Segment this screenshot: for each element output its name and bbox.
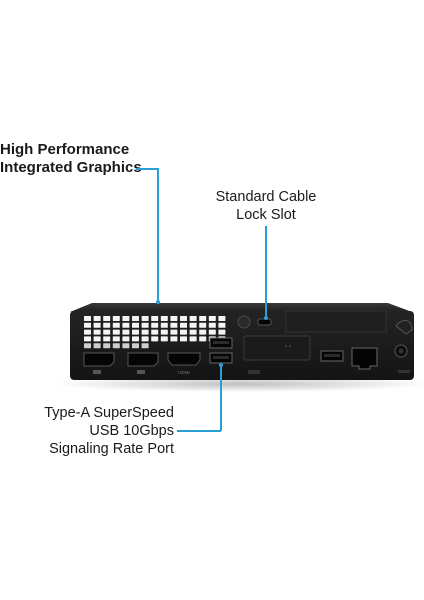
vent-slot <box>103 316 111 321</box>
padlock-emblem-icon <box>237 315 251 329</box>
usb-a-port-icon <box>320 350 344 362</box>
vent-slot <box>180 322 187 328</box>
chassis-top <box>70 303 412 312</box>
vent-slot <box>151 329 159 335</box>
leader-graphics-vertical <box>157 168 159 301</box>
vent-slot <box>199 329 207 335</box>
vent-slot <box>160 336 168 342</box>
callout-usb-line-2: USB 10Gbps <box>89 423 174 439</box>
flex-io-cover <box>243 335 311 361</box>
vent-slot <box>84 343 91 349</box>
vent-slot <box>112 343 120 349</box>
vent-slot <box>160 322 168 328</box>
vent-slot <box>199 336 207 342</box>
vent-slot <box>199 316 207 321</box>
leader-usb-horizontal <box>177 430 221 432</box>
vent-slot <box>170 316 178 321</box>
vent-slot <box>84 316 91 321</box>
vent-slot <box>132 322 139 328</box>
vent-slot <box>160 316 168 321</box>
vent-slot <box>218 316 226 321</box>
vent-slot <box>112 329 120 335</box>
vent-slot <box>189 316 197 321</box>
vent-slot <box>151 316 159 321</box>
vent-slot <box>189 322 197 328</box>
vent-slot <box>93 329 101 335</box>
ground-shadow <box>52 376 424 392</box>
callout-graphics: High Performance Integrated Graphics <box>0 141 142 177</box>
vent-slot <box>103 322 111 328</box>
side-latch <box>395 320 413 335</box>
vent-slot <box>141 343 149 349</box>
vent-slot <box>122 343 130 349</box>
callout-lock-slot: Standard Cable Lock Slot <box>200 188 332 224</box>
vent-slot <box>84 329 91 335</box>
callout-lock-line-1: Standard Cable <box>215 189 317 205</box>
hdmi-port-icon: HDMI <box>167 352 201 375</box>
vent-slot <box>103 343 111 349</box>
leader-usb-vertical <box>220 365 222 431</box>
vent-slot <box>93 336 101 342</box>
vent-slot <box>132 336 139 342</box>
callout-graphics-line-2: Integrated Graphics <box>0 159 142 176</box>
leader-graphics-horizontal <box>136 168 158 170</box>
vent-slot <box>208 316 216 321</box>
callout-lock-line-2: Lock Slot <box>236 207 296 223</box>
vent-slot <box>189 336 197 342</box>
callout-graphics-line-1: High Performance <box>0 141 130 158</box>
ethernet-port-icon <box>351 347 378 370</box>
vent-slot <box>208 322 216 328</box>
vent-slot <box>93 316 101 321</box>
vent-slot <box>141 329 149 335</box>
vent-slot <box>180 336 187 342</box>
vent-slot <box>132 343 139 349</box>
displayport-icon <box>83 352 115 374</box>
vent-slot <box>141 316 149 321</box>
leader-graphics-end <box>156 300 160 304</box>
vent-slot <box>122 336 130 342</box>
vent-slot <box>189 329 197 335</box>
vent-slot <box>122 322 130 328</box>
expansion-bay-cover <box>285 310 387 333</box>
usb-a-port-icon <box>209 352 233 364</box>
vent-slot <box>180 329 187 335</box>
hdmi-label: HDMI <box>178 370 190 375</box>
vent-slot <box>122 329 130 335</box>
vent-slot <box>208 329 216 335</box>
callout-usb-line-3: Signaling Rate Port <box>49 441 174 457</box>
vent-slot <box>103 336 111 342</box>
leader-usb-end <box>219 363 223 367</box>
vent-slot <box>151 336 159 342</box>
vent-slot <box>132 316 139 321</box>
vent-slot <box>93 343 101 349</box>
vent-slot <box>112 316 120 321</box>
callout-usb-line-1: Type-A SuperSpeed <box>44 405 174 421</box>
vent-slot <box>170 336 178 342</box>
usb-a-port-icon <box>209 337 233 349</box>
leader-lock-end <box>264 316 268 320</box>
vent-slot <box>141 322 149 328</box>
vent-slot <box>112 336 120 342</box>
vent-slot <box>103 329 111 335</box>
vent-slot <box>170 329 178 335</box>
vent-slot <box>112 322 120 328</box>
vent-slot <box>199 322 207 328</box>
vent-slot <box>122 316 130 321</box>
vent-slot <box>141 336 149 342</box>
vent-slot <box>93 322 101 328</box>
power-button-icon <box>394 344 408 358</box>
vent-slot <box>151 322 159 328</box>
callout-usb: Type-A SuperSpeed USB 10Gbps Signaling R… <box>14 404 174 458</box>
displayport-icon <box>127 352 159 374</box>
leader-lock-vertical <box>265 226 267 318</box>
vent-slot <box>160 329 168 335</box>
vent-slot <box>218 329 226 335</box>
vent-slot <box>84 336 91 342</box>
vent-slot <box>132 329 139 335</box>
vent-slot <box>218 322 226 328</box>
vent-slot <box>180 316 187 321</box>
vent-slot <box>84 322 91 328</box>
vent-slot <box>170 322 178 328</box>
